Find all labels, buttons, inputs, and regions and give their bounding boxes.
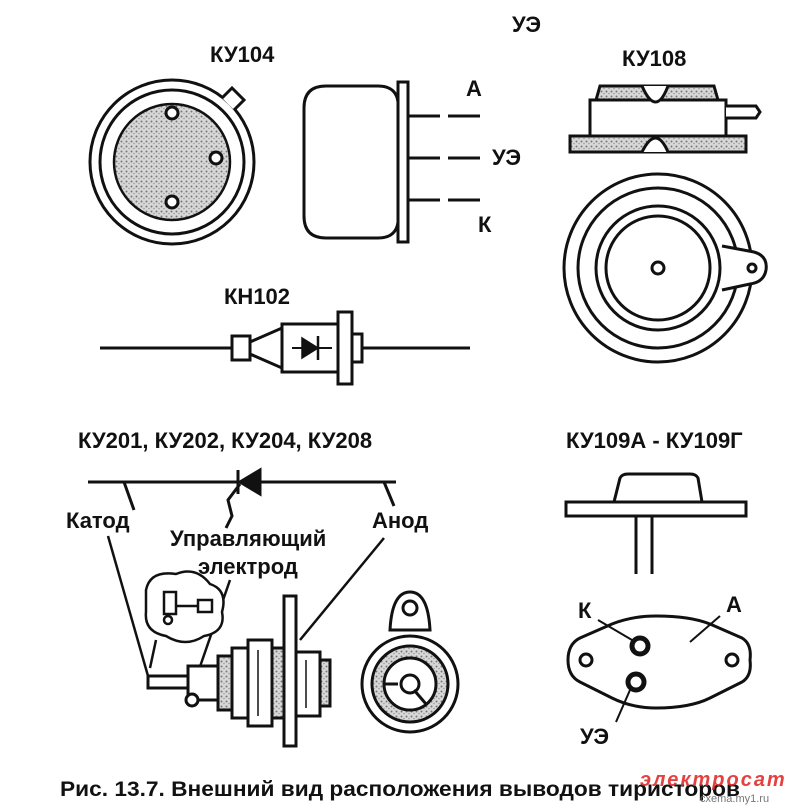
ky201-label-gate-2: электрод <box>198 554 298 579</box>
watermark-text: электросат <box>640 769 787 791</box>
ky109-pin-gate <box>625 671 647 693</box>
ky201-label-gate-1: Управляющий <box>170 526 326 551</box>
kn102-body <box>100 310 470 386</box>
ky201-detail-bubble <box>144 570 225 669</box>
ky201-title: КУ201, КУ202, КУ204, КУ208 <box>78 428 372 453</box>
ky108-center-terminal <box>650 260 666 276</box>
ky109-group: КУ109А - КУ109Г К А УЭ <box>564 428 752 749</box>
ky104-pin-a <box>164 105 180 121</box>
ky109-pin-k <box>629 635 651 657</box>
ky104-top-view <box>88 78 256 246</box>
kn102-title: КН102 <box>224 284 290 309</box>
ky201-group: КУ201, КУ202, КУ204, КУ208 Катод Управля… <box>66 428 460 748</box>
ky108-group: УЭ КУ108 <box>512 12 768 364</box>
ky109-label-k: К <box>578 598 592 623</box>
ky108-side-view <box>568 84 762 154</box>
ky104-group: КУ104 А УЭ К <box>88 42 521 246</box>
ky109-top-view <box>566 614 752 723</box>
ky104-side-view <box>302 80 480 244</box>
ky108-gate-top-label: УЭ <box>512 12 541 37</box>
kn102-group: КН102 <box>100 284 470 386</box>
ky109-label-a: А <box>726 592 742 617</box>
ky104-label-a: А <box>466 76 482 101</box>
ky104-title: КУ104 <box>210 42 275 67</box>
ky104-pin-gate <box>208 150 224 166</box>
ky201-device-side <box>146 594 332 748</box>
ky109-label-gate: УЭ <box>580 724 609 749</box>
ky109-side-view <box>564 472 748 574</box>
ky201-device-top <box>360 590 460 734</box>
ky201-label-anode: Анод <box>372 508 428 533</box>
ky108-top-view <box>562 172 768 364</box>
ky104-label-gate: УЭ <box>492 145 521 170</box>
ky109-mount-hole-left <box>578 652 594 668</box>
ky104-label-k: К <box>478 212 492 237</box>
ky108-title: КУ108 <box>622 46 686 71</box>
figure-caption: Рис. 13.7. Внешний вид расположения выво… <box>60 778 740 801</box>
ky201-schematic <box>88 467 396 529</box>
ky201-label-cathode: Катод <box>66 508 130 533</box>
ky109-mount-hole-right <box>724 652 740 668</box>
ky109-title: КУ109А - КУ109Г <box>566 428 743 453</box>
watermark-site: cxema.my1.ru <box>700 793 769 805</box>
ky104-pin-k <box>164 194 180 210</box>
